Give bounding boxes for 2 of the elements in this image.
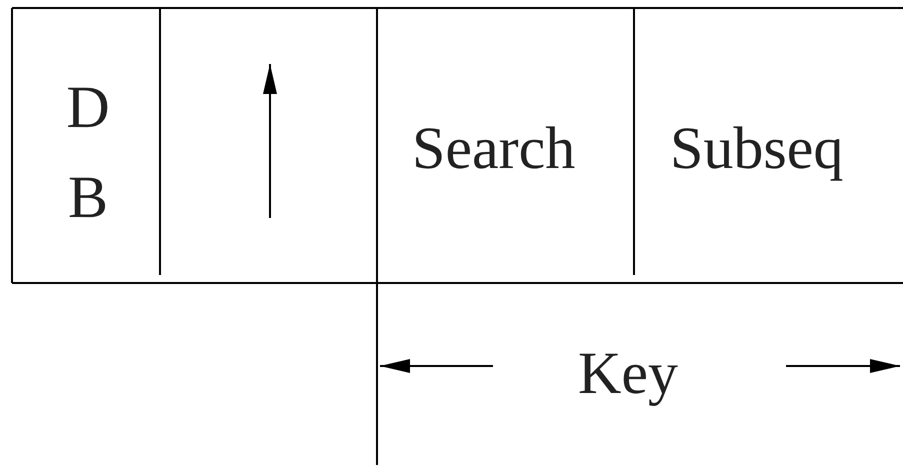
table-cell-text: D B xyxy=(65,73,111,232)
table-cell-text: Search xyxy=(412,118,576,178)
